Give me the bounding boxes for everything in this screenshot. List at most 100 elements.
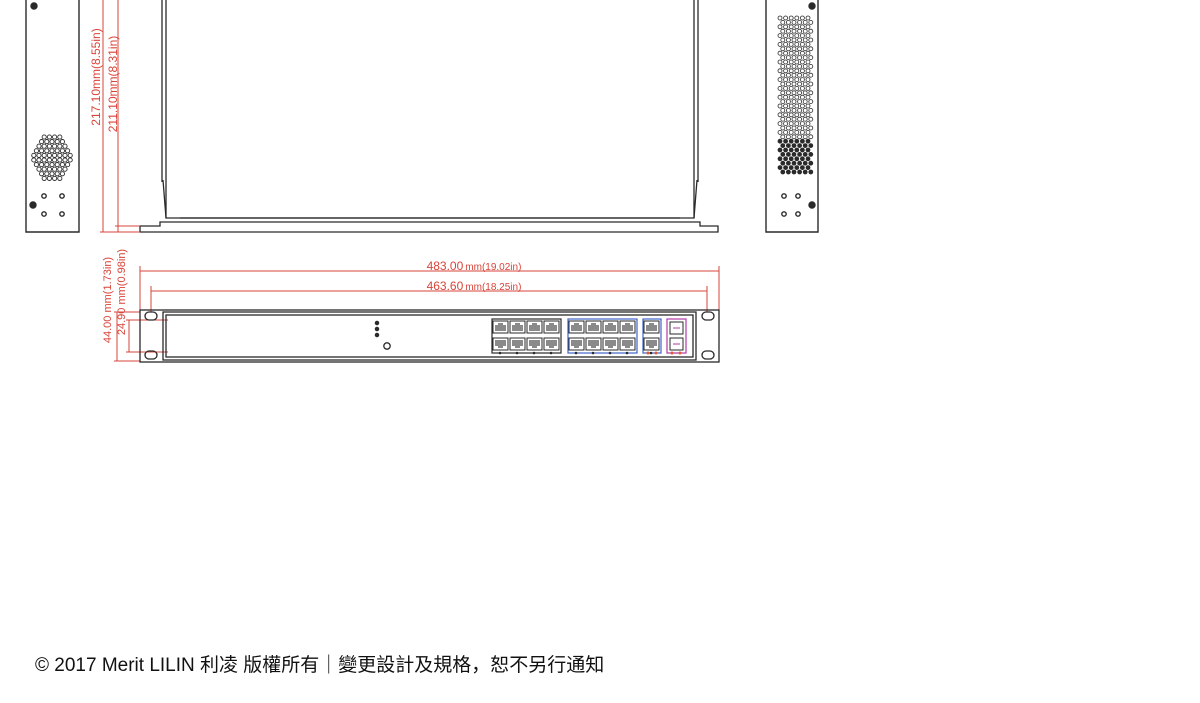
vent-hole	[46, 134, 52, 140]
vent-hole	[786, 116, 791, 122]
vent-hole	[67, 152, 73, 158]
vent-hole	[794, 77, 800, 82]
vent-hole	[797, 143, 802, 149]
vent-hole	[800, 42, 805, 47]
vent-hole	[808, 81, 814, 87]
vent-hole	[780, 143, 786, 149]
vent-hole	[46, 152, 52, 158]
status-led	[670, 351, 674, 355]
rj45-port	[492, 320, 509, 334]
vent-hole	[797, 169, 802, 175]
vent-hole	[808, 19, 814, 25]
vent-hole	[794, 94, 800, 100]
vent-hole	[805, 86, 811, 91]
vent-hole	[62, 143, 68, 149]
rj45-port	[543, 320, 560, 334]
right-side-view	[765, 0, 819, 233]
vent-hole	[794, 42, 800, 47]
vent-hole	[788, 77, 794, 82]
vent-hole	[39, 139, 45, 145]
vent-hole	[791, 46, 797, 52]
vent-hole	[802, 37, 808, 43]
vent-hole	[33, 148, 39, 154]
vent-hole	[777, 138, 783, 144]
vent-hole	[777, 86, 783, 91]
vent-hole	[46, 143, 52, 149]
vent-hole	[794, 138, 800, 144]
vent-hole	[39, 162, 45, 168]
vent-hole	[802, 151, 808, 157]
vent-hole	[67, 157, 73, 163]
vent-hole	[802, 55, 808, 60]
vent-hole	[794, 68, 800, 74]
vent-hole	[800, 112, 805, 118]
vent-hole	[802, 72, 808, 78]
vent-hole	[52, 152, 58, 158]
vent-hole	[797, 160, 802, 166]
vent-hole	[777, 59, 783, 65]
port-led	[515, 351, 519, 355]
vent-hole	[780, 72, 786, 78]
vent-hole	[805, 42, 811, 47]
vent-hole	[808, 90, 814, 96]
vent-hole	[805, 50, 811, 56]
vent-hole	[791, 169, 797, 175]
vent-hole	[786, 46, 791, 52]
vent-hole	[794, 86, 800, 91]
vent-hole	[44, 171, 50, 177]
vent-hole	[786, 90, 791, 96]
vent-hole	[794, 112, 800, 118]
vent-hole	[797, 99, 802, 104]
vent-hole	[44, 162, 50, 168]
vent-hole	[780, 125, 786, 131]
vent-hole	[808, 64, 814, 69]
port-led	[649, 351, 653, 355]
vent-hole	[805, 112, 811, 118]
vent-hole	[777, 112, 783, 118]
vent-hole	[802, 169, 808, 175]
vent-hole	[797, 81, 802, 87]
vent-hole	[780, 160, 786, 166]
vent-hole	[57, 134, 63, 140]
vent-hole	[791, 64, 797, 69]
vent-hole	[800, 59, 805, 65]
vent-hole	[62, 157, 68, 163]
port-group-outline	[567, 318, 638, 354]
rj45-port	[526, 337, 543, 351]
vent-hole	[783, 94, 788, 100]
vent-hole	[791, 134, 797, 140]
rj45-port	[492, 337, 509, 351]
vent-hole	[59, 171, 65, 177]
vent-hole	[791, 90, 797, 96]
vent-hole	[780, 169, 786, 175]
vent-hole	[805, 138, 811, 144]
rj45-port	[568, 337, 585, 351]
vent-hole	[800, 156, 805, 162]
vent-hole	[59, 148, 65, 154]
vent-hole	[802, 160, 808, 166]
vent-hole	[786, 99, 791, 104]
vent-hole	[41, 152, 47, 158]
vent-hole	[783, 42, 788, 47]
vent-hole	[788, 147, 794, 153]
rj45-port	[602, 337, 619, 351]
vent-hole	[65, 148, 71, 154]
status-led	[646, 351, 650, 355]
vent-hole	[777, 77, 783, 82]
vent-hole	[797, 151, 802, 157]
rj45-port	[643, 337, 660, 351]
vent-hole	[800, 50, 805, 56]
vent-hole	[41, 166, 47, 172]
vent-hole	[49, 162, 55, 168]
vent-hole	[802, 134, 808, 140]
vent-hole	[805, 33, 811, 38]
vent-hole	[794, 121, 800, 126]
vent-hole	[39, 171, 45, 177]
vent-hole	[791, 151, 797, 157]
vent-hole	[783, 103, 788, 109]
vent-hole	[780, 151, 786, 157]
vent-hole	[794, 129, 800, 135]
vent-hole	[800, 86, 805, 91]
depth-inner-label: 211.10mm(8.31in)	[106, 36, 120, 133]
